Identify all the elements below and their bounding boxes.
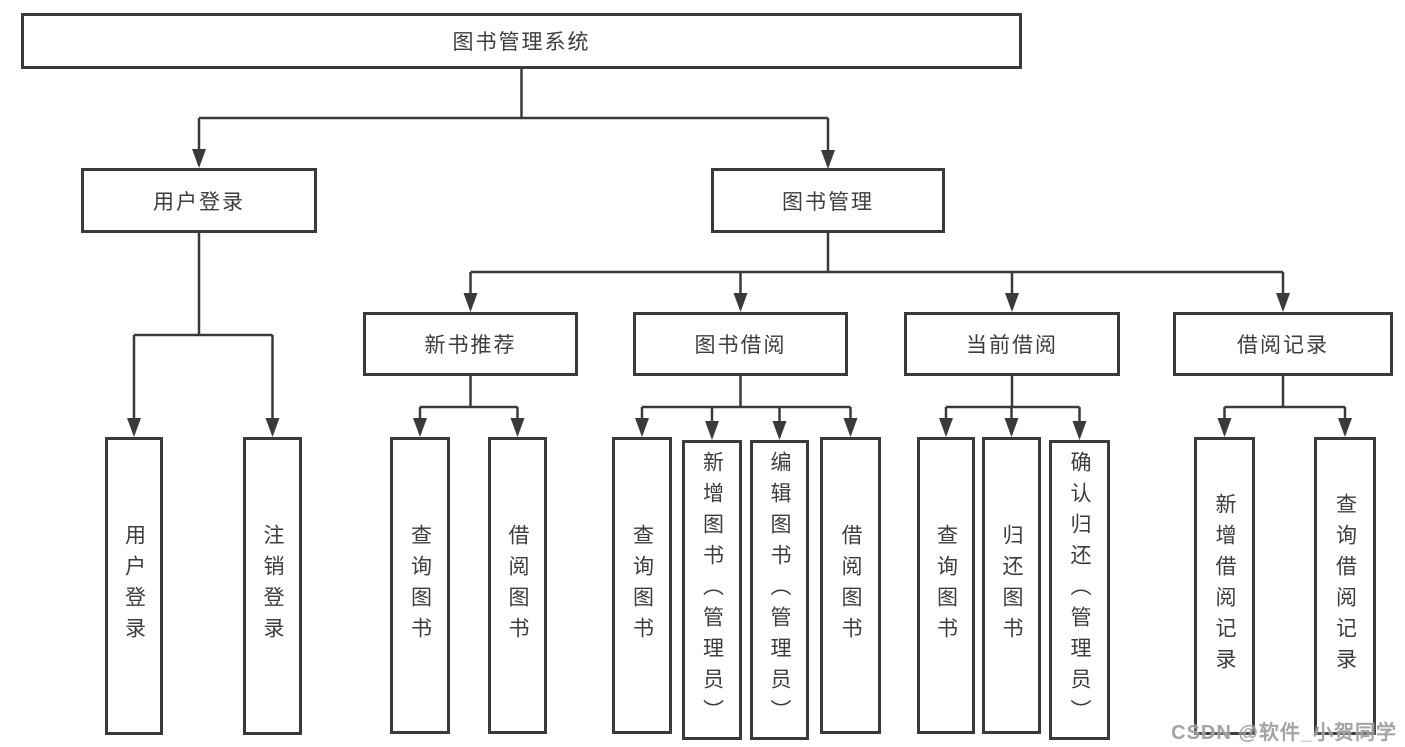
node-col-query-books-2: 查询图书 xyxy=(612,437,672,734)
node-user-login: 用户登录 xyxy=(81,168,317,233)
col-label: 借阅图书 xyxy=(839,523,862,648)
csdn-watermark: CSDN @软件_小贺同学 xyxy=(1171,722,1397,744)
node-current-borrow: 当前借阅 xyxy=(904,312,1120,376)
node-col-user-login: 用户登录 xyxy=(105,437,163,735)
node-col-return-books: 归还图书 xyxy=(982,437,1041,734)
col-label: 新增图书（管理员） xyxy=(700,450,724,730)
node-col-edit-books-admin: 编辑图书（管理员） xyxy=(750,440,809,740)
node-col-add-borrow-record: 新增借阅记录 xyxy=(1194,437,1255,735)
col-label: 借阅图书 xyxy=(506,523,529,648)
node-col-add-books-admin: 新增图书（管理员） xyxy=(682,440,742,740)
node-col-query-books-3: 查询图书 xyxy=(917,437,975,734)
node-borrow-records: 借阅记录 xyxy=(1173,312,1393,376)
col-label: 确认归还（管理员） xyxy=(1068,450,1091,730)
col-label: 查询图书 xyxy=(934,523,958,648)
node-col-confirm-return-admin: 确认归还（管理员） xyxy=(1049,440,1110,740)
node-library-management-system: 图书管理系统 xyxy=(21,13,1022,69)
connector-borrow-records-children xyxy=(1217,376,1352,437)
node-col-query-borrow-record: 查询借阅记录 xyxy=(1314,437,1376,735)
node-col-query-books-1: 查询图书 xyxy=(390,437,450,734)
node-book-borrow: 图书借阅 xyxy=(633,312,848,376)
col-label: 查询图书 xyxy=(630,523,654,648)
node-col-borrow-books-2: 借阅图书 xyxy=(820,437,881,734)
col-label: 查询图书 xyxy=(408,523,432,648)
connector-current-borrow-children xyxy=(939,376,1087,440)
node-book-management: 图书管理 xyxy=(711,168,945,233)
node-col-logout: 注销登录 xyxy=(243,437,302,735)
col-label: 新增借阅记录 xyxy=(1213,493,1236,679)
connector-book-management-children xyxy=(463,233,1290,312)
col-label: 编辑图书（管理员） xyxy=(768,450,791,730)
col-label: 注销登录 xyxy=(261,524,284,648)
connector-user-login-children xyxy=(127,233,280,437)
connector-book-borrow-children xyxy=(635,376,858,440)
connector-root-to-level2 xyxy=(192,69,835,169)
node-col-borrow-books-1: 借阅图书 xyxy=(488,437,547,734)
connector-new-book-recommend-children xyxy=(413,376,525,437)
col-label: 归还图书 xyxy=(1000,523,1023,648)
col-label: 查询借阅记录 xyxy=(1333,493,1357,679)
node-new-book-recommend: 新书推荐 xyxy=(363,312,578,376)
col-label: 用户登录 xyxy=(122,524,146,648)
